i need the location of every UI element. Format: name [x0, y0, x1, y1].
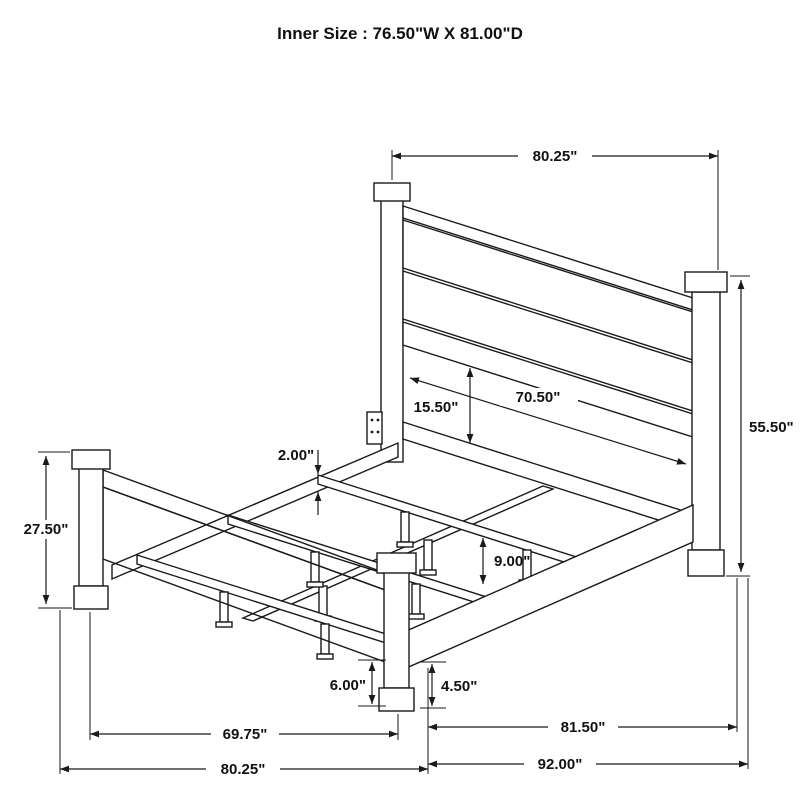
dimension-overall-width: 80.25" [59, 610, 429, 778]
dimension-side-rail-length-label: 81.50" [561, 719, 606, 736]
dimension-leg-height-label: 9.00" [494, 553, 530, 570]
rail-bracket [366, 411, 383, 445]
slat-rail-3-legs [215, 591, 334, 660]
dimension-headboard-gap-label: 15.50" [414, 399, 459, 416]
headboard-left-post [380, 199, 404, 463]
footboard-right-post [383, 571, 410, 689]
dimension-footboard-height: 27.50" [17, 451, 75, 609]
dimension-rail-thickness: 2.00" [278, 447, 322, 515]
page-title: Inner Size : 76.50"W X 81.00"D [277, 24, 523, 43]
dimension-headboard-height: 55.50" [726, 275, 794, 577]
footboard-left-post-base [73, 585, 109, 610]
footboard-right-post-base [378, 687, 415, 712]
dimension-inner-width-label: 70.50" [516, 389, 561, 406]
dimension-overall-depth: 92.00" [428, 578, 749, 773]
dimension-footboard-width-label: 69.75" [223, 726, 268, 743]
dimension-overall-depth-label: 92.00" [538, 756, 583, 773]
dimension-side-rail-length: 81.50" [428, 578, 738, 736]
dimension-post-base-height: 6.00" [330, 659, 386, 707]
dimension-top-width-label: 80.25" [533, 148, 578, 165]
footboard-left-post [78, 467, 104, 587]
footboard-left-post-cap [71, 449, 111, 470]
dimension-footboard-height-label: 27.50" [24, 521, 69, 538]
dimension-overall-width-label: 80.25" [221, 761, 266, 778]
footboard [71, 449, 417, 712]
headboard-right-post-base [687, 549, 725, 577]
footboard-right-post-cap [376, 552, 417, 574]
headboard-left-post-cap [373, 182, 411, 202]
headboard-bottom-rail [402, 421, 694, 532]
dimension-post-base-height-label: 6.00" [330, 677, 366, 694]
dimension-rail-thickness-label: 2.00" [278, 447, 314, 464]
dimension-headboard-gap: 15.50" [414, 368, 474, 443]
dimension-rail-clearance: 4.50" [420, 661, 477, 709]
dimension-rail-clearance-label: 4.50" [441, 678, 477, 695]
dimension-footboard-width: 69.75" [89, 612, 399, 743]
dimension-top-width: 80.25" [391, 146, 719, 270]
slat-rail-2-legs [306, 551, 425, 620]
dimension-inner-width: 70.50" [409, 377, 687, 465]
headboard-right-post [691, 291, 721, 551]
dimension-headboard-height-label: 55.50" [749, 419, 794, 436]
headboard-right-post-cap [684, 271, 728, 293]
dimension-leg-height: 9.00" [479, 538, 530, 584]
